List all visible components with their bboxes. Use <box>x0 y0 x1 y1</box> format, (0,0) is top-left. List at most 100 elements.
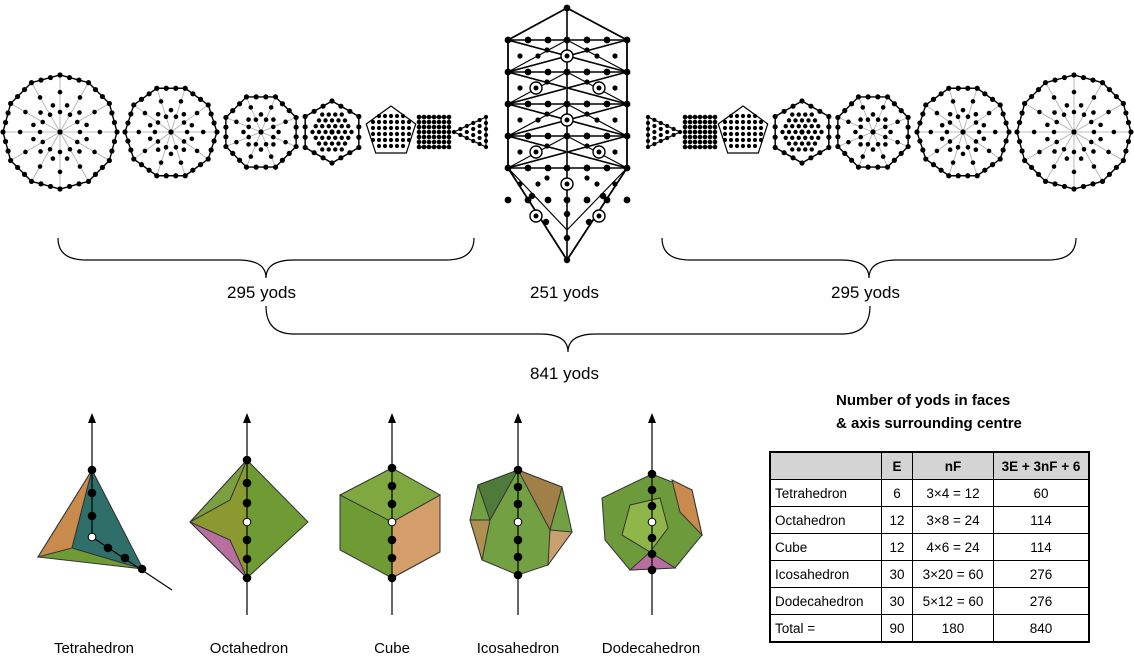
polygon-yod <box>783 124 788 129</box>
polygon-yod <box>323 118 328 123</box>
polygon-yod <box>1091 129 1097 135</box>
polygon-outline <box>774 100 830 164</box>
polygon-yod <box>728 143 734 149</box>
polygon-yod <box>880 154 886 159</box>
polygon-yod <box>66 74 73 81</box>
tree-yod <box>563 164 571 172</box>
polygon-yod <box>928 129 934 135</box>
polygon-yod <box>842 108 848 114</box>
polygon-yod <box>77 129 83 135</box>
tree-sephirah-centre <box>533 149 539 155</box>
polygon-yod <box>223 114 229 121</box>
tree-yod <box>504 196 512 204</box>
polygon-yod <box>286 108 292 114</box>
polygon-yod <box>111 119 118 126</box>
polygon-yod <box>477 129 482 135</box>
polygon-yod <box>178 99 184 104</box>
polygon-yod <box>955 85 961 91</box>
polygon-6-gon <box>774 100 830 164</box>
table-cell: 180 <box>912 614 994 643</box>
tree-yod <box>623 68 631 76</box>
polygon-yod <box>806 129 811 135</box>
polygon-spoke <box>858 96 874 133</box>
polygon-yod <box>77 164 83 169</box>
polygon-yod <box>190 167 196 173</box>
polygon-yod <box>154 85 160 91</box>
polygon-yod <box>665 135 670 141</box>
polygon-yod <box>205 156 211 162</box>
polygon-yod <box>692 139 698 145</box>
polygon-yod <box>652 135 657 141</box>
polygon-yod <box>97 129 103 135</box>
polygon-yod <box>740 113 746 119</box>
tree-yod <box>583 164 591 172</box>
polygon-yod <box>223 134 229 140</box>
polygon-yod <box>77 95 83 100</box>
polygon-yod <box>283 139 288 145</box>
polygon-yod <box>853 129 858 135</box>
polygon-yod <box>426 119 432 125</box>
polygon-8-gon <box>835 94 911 170</box>
polygon-spoke <box>59 103 110 133</box>
polygon-yod <box>416 124 422 130</box>
polygon-yod <box>819 129 824 135</box>
polygon-yod <box>652 117 657 123</box>
table-cell: Total = <box>769 614 882 643</box>
polygon-square <box>682 114 718 150</box>
polygon-yod <box>938 167 944 173</box>
polygon-yod <box>416 114 422 120</box>
polygon-yod <box>99 164 106 171</box>
polygon-yod <box>796 135 801 140</box>
polygon-yod <box>421 134 427 140</box>
polygon-yod <box>271 142 276 147</box>
tree-yod <box>612 149 618 155</box>
tree-yod <box>517 85 523 91</box>
polygon-yod <box>682 134 688 140</box>
polygon-yod <box>1098 136 1103 142</box>
polygon-yod <box>884 94 891 100</box>
tree-yod <box>542 218 550 226</box>
polygon-yod <box>346 135 351 140</box>
polygon-spoke <box>962 104 1001 133</box>
polygon-yod <box>702 114 708 120</box>
polygon-yod <box>920 147 926 153</box>
polygon-yod <box>421 124 427 130</box>
polygon-yod <box>665 123 670 129</box>
polygon-spoke <box>858 131 874 168</box>
polygon-yod <box>346 124 351 129</box>
tree-yod <box>603 68 611 76</box>
polygon-yod <box>855 164 862 170</box>
polygon-yod <box>883 117 888 122</box>
polygon-yod <box>702 134 708 140</box>
polygon-yod <box>1071 89 1077 95</box>
polygon-yod <box>758 119 764 125</box>
polygon-spoke <box>59 82 89 133</box>
polygon-yod <box>320 147 325 152</box>
polygon-yod <box>687 129 693 135</box>
table-cell: 90 <box>881 614 913 643</box>
polygon-yod <box>441 114 447 120</box>
polygon-yod <box>930 96 937 102</box>
polygon-yod <box>173 145 179 150</box>
polygon-yod <box>955 173 961 179</box>
polygon-spoke <box>962 88 978 133</box>
polygon-yod <box>1052 110 1057 115</box>
polygon-yod <box>376 119 382 125</box>
polygon-yod <box>905 124 911 130</box>
polygon-yod <box>136 129 142 135</box>
polygon-yod <box>835 134 841 140</box>
polygon-yod <box>707 134 713 140</box>
curly-brace <box>661 237 1077 279</box>
polygon-yod <box>146 167 152 173</box>
polygon-spoke <box>31 131 61 182</box>
polygon-yod <box>880 105 886 110</box>
polygon-yod <box>846 119 851 125</box>
polygon-spoke <box>170 131 209 160</box>
polygon-yod <box>181 120 187 125</box>
tree-yod <box>524 164 532 172</box>
polygon-yod <box>342 129 348 135</box>
polygon-spoke <box>1045 131 1075 182</box>
tree-yod <box>583 36 591 44</box>
polygon-yod <box>421 144 427 150</box>
